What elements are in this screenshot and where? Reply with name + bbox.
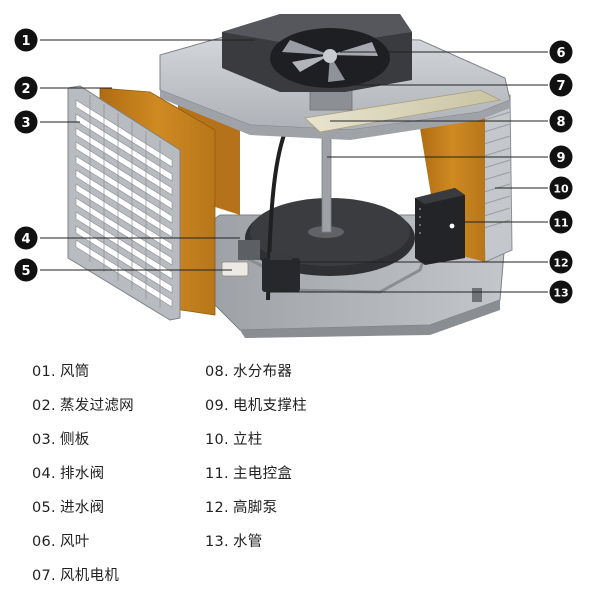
inlet-valve: [221, 261, 249, 277]
legend-name: 水分布器: [232, 364, 293, 380]
legend-code: 12.: [205, 500, 229, 516]
legend-code: 11.: [205, 466, 229, 482]
svg-text:13: 13: [553, 287, 568, 300]
legend-name: 风叶: [59, 534, 90, 550]
legend-code: 07.: [32, 568, 56, 584]
legend-name: 侧板: [59, 432, 90, 448]
svg-text:7: 7: [556, 79, 565, 94]
control-box: [415, 188, 465, 265]
legend-code: 03.: [32, 432, 56, 448]
legend-code: 10.: [205, 432, 229, 448]
callout-badge-12: 12: [549, 250, 573, 274]
callout-badge-10: 10: [549, 176, 573, 200]
legend-name: 电机支撑柱: [232, 398, 307, 414]
legend-code: 09.: [205, 398, 229, 414]
legend-item-03: 03.侧板: [32, 428, 90, 449]
svg-text:8: 8: [556, 115, 565, 130]
svg-text:5: 5: [21, 264, 30, 279]
legend-name: 主电控盒: [232, 466, 293, 482]
legend-name: 风机电机: [59, 568, 120, 584]
legend-item-02: 02.蒸发过滤网: [32, 394, 134, 415]
legend-name: 排水阀: [59, 466, 105, 482]
callout-badge-7: 7: [549, 73, 573, 97]
legend-name: 风筒: [59, 364, 90, 380]
air-cooler-cutaway-diagram: 1 2 3 4 5 6 7 8 9 10 11 12 13: [14, 14, 573, 338]
legend-item-12: 12.高脚泵: [205, 496, 277, 517]
legend-item-06: 06.风叶: [32, 530, 90, 551]
legend-name: 蒸发过滤网: [59, 398, 134, 414]
callout-badge-2: 2: [14, 76, 38, 100]
legend-code: 04.: [32, 466, 56, 482]
svg-text:12: 12: [553, 257, 568, 270]
callout-badge-1: 1: [14, 28, 38, 52]
fan-blade: [282, 40, 378, 82]
legend-item-11: 11.主电控盒: [205, 462, 292, 483]
svg-text:10: 10: [553, 183, 569, 196]
callout-badge-13: 13: [549, 280, 573, 304]
legend-item-13: 13.水管: [205, 530, 263, 551]
legend-name: 水管: [232, 534, 263, 550]
legend-item-07: 07.风机电机: [32, 564, 119, 585]
legend-code: 08.: [205, 364, 229, 380]
legend-code: 05.: [32, 500, 56, 516]
callout-badge-6: 6: [549, 40, 573, 64]
callout-badge-3: 3: [14, 110, 38, 134]
svg-text:9: 9: [556, 151, 565, 166]
drain-valve: [238, 240, 260, 260]
callout-badge-8: 8: [549, 109, 573, 133]
side-louver-panel: [67, 85, 181, 321]
svg-text:1: 1: [21, 34, 30, 49]
svg-text:6: 6: [556, 46, 565, 61]
legend-name: 高脚泵: [232, 500, 278, 516]
callout-badges: 1 2 3 4 5 6 7 8 9 10 11 12 13: [14, 28, 573, 304]
legend-name: 进水阀: [59, 500, 105, 516]
legend-item-09: 09.电机支撑柱: [205, 394, 307, 415]
svg-text:2: 2: [21, 82, 30, 97]
svg-text:4: 4: [21, 232, 30, 247]
callout-badge-11: 11: [549, 210, 573, 234]
water-distributor: [304, 89, 502, 133]
legend-code: 13.: [205, 534, 229, 550]
legend-code: 06.: [32, 534, 56, 550]
legend-item-10: 10.立柱: [205, 428, 263, 449]
callout-badge-5: 5: [14, 258, 38, 282]
callout-badge-9: 9: [549, 145, 573, 169]
callout-badge-4: 4: [14, 226, 38, 250]
pump: [262, 252, 300, 292]
legend-item-05: 05.进水阀: [32, 496, 104, 517]
legend-item-01: 01.风筒: [32, 360, 90, 381]
svg-text:11: 11: [553, 217, 568, 230]
legend-item-08: 08.水分布器: [205, 360, 292, 381]
legend-item-04: 04.排水阀: [32, 462, 104, 483]
legend-name: 立柱: [232, 432, 263, 448]
leader-lines: [40, 39, 548, 293]
legend-code: 02.: [32, 398, 56, 414]
legend-code: 01.: [32, 364, 56, 380]
svg-text:3: 3: [21, 116, 30, 131]
